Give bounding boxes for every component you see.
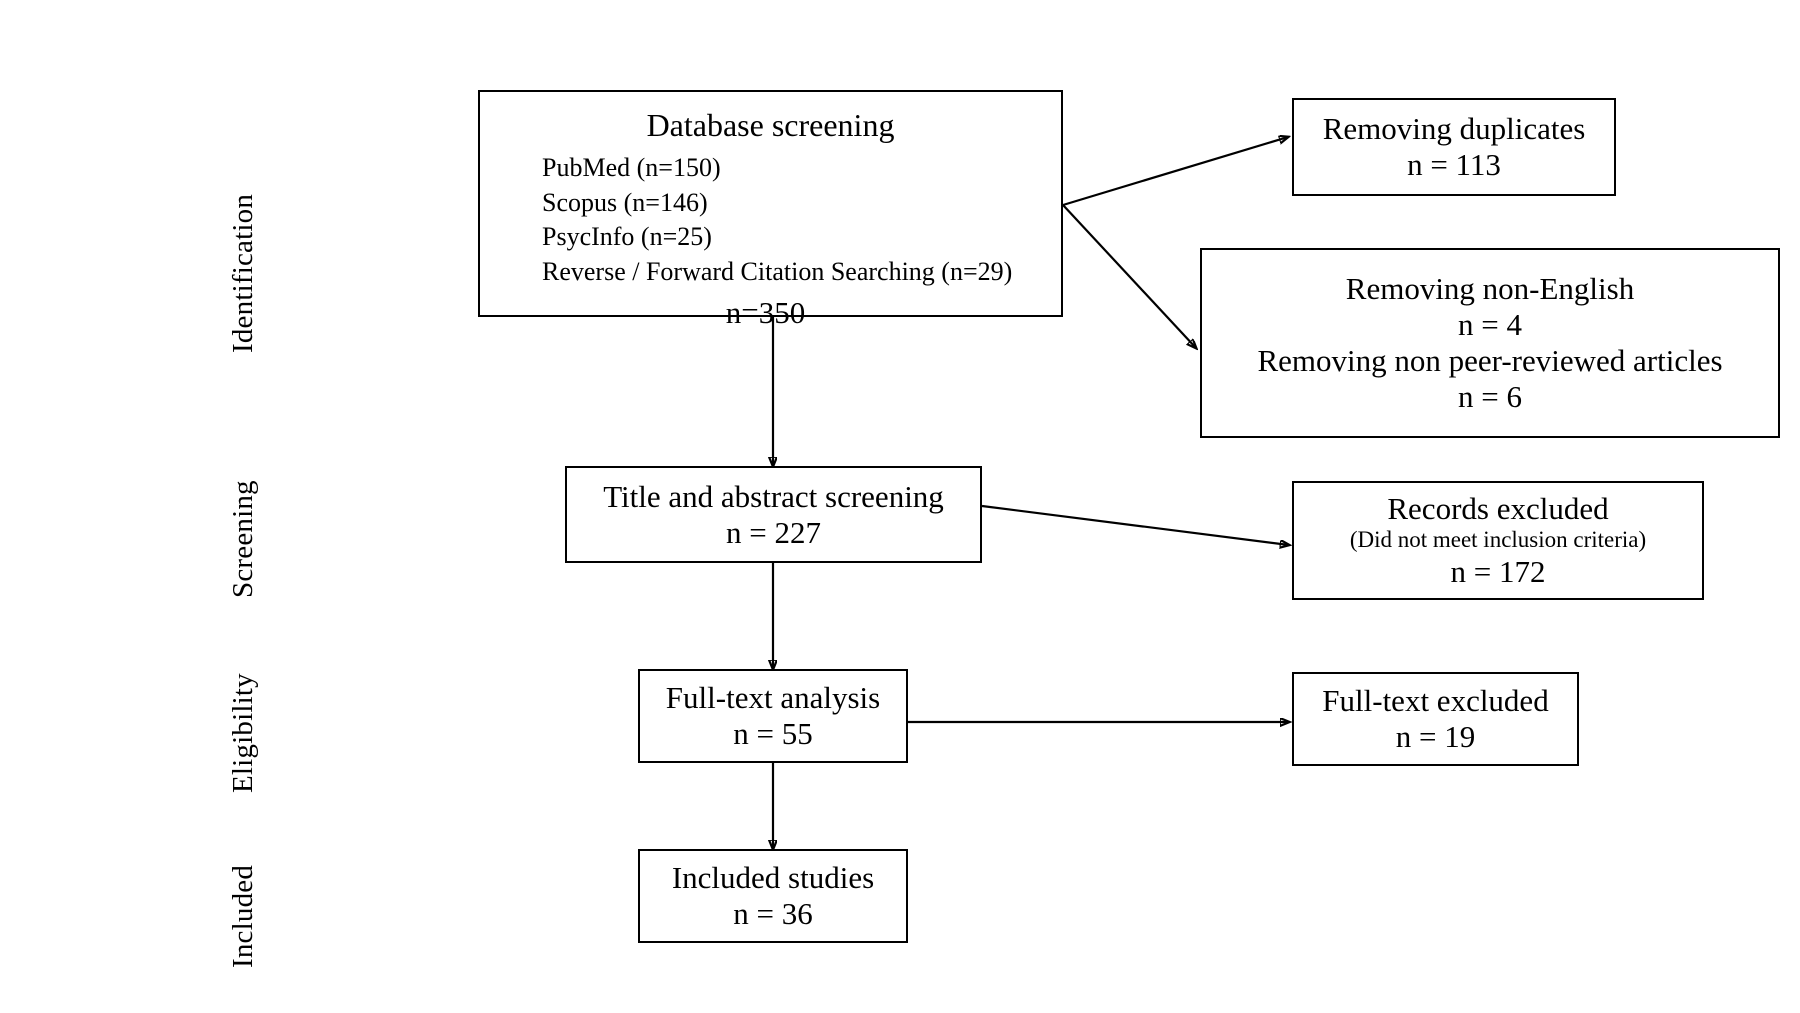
removing-non-english-label: Removing non-English [1345, 271, 1635, 307]
title-abstract-screening-label: Title and abstract screening [603, 478, 944, 514]
database-source-scopus: Scopus (n=146) [542, 187, 708, 217]
box-removing-non-english: Removing non-English n = 4 Removing non … [1200, 248, 1780, 438]
database-screening-total: n=350 [725, 294, 806, 330]
title-abstract-screening-count: n = 227 [726, 514, 821, 550]
stage-label-eligibility: Eligibility [227, 673, 259, 793]
full-text-analysis-label: Full-text analysis [665, 680, 881, 716]
edge-database-to-duplicates [1062, 137, 1288, 207]
database-source-psycinfo: PsycInfo (n=25) [542, 222, 712, 252]
full-text-excluded-count: n = 19 [1395, 719, 1476, 754]
included-studies-count: n = 36 [733, 896, 813, 931]
records-excluded-count: n = 172 [1450, 553, 1546, 589]
records-excluded-reason: (Did not meet inclusion criteria) [1349, 527, 1647, 553]
database-screening-title: Database screening [646, 107, 895, 143]
edge-title-abstract-to-records-excluded [981, 504, 1289, 545]
stage-label-identification: Identification [227, 193, 259, 353]
box-database-screening: Database screening PubMed (n=150) Scopus… [478, 90, 1063, 330]
box-full-text-excluded: Full-text excluded n = 19 [1292, 672, 1579, 766]
database-source-pubmed: PubMed (n=150) [542, 153, 721, 183]
edge-database-to-non-english [1062, 204, 1196, 348]
box-included-studies: Included studies n = 36 [638, 849, 908, 943]
stage-label-screening: Screening [227, 480, 259, 598]
removing-non-peer-reviewed-label: Removing non peer-reviewed articles [1257, 343, 1723, 378]
full-text-analysis-count: n = 55 [733, 716, 813, 751]
removing-non-peer-reviewed-count: n = 6 [1458, 378, 1522, 414]
removing-duplicates-label: Removing duplicates [1322, 111, 1586, 147]
records-excluded-label: Records excluded [1387, 491, 1609, 527]
removing-duplicates-count: n = 113 [1407, 147, 1501, 182]
box-removing-duplicates: Removing duplicates n = 113 [1292, 98, 1616, 196]
box-full-text-analysis: Full-text analysis n = 55 [638, 669, 908, 763]
database-source-citation-searching: Reverse / Forward Citation Searching (n=… [542, 256, 1013, 286]
included-studies-label: Included studies [671, 860, 875, 896]
box-title-abstract-screening: Title and abstract screening n = 227 [565, 466, 982, 563]
stage-label-included: Included [227, 864, 259, 968]
box-records-excluded: Records excluded (Did not meet inclusion… [1292, 481, 1704, 600]
full-text-excluded-label: Full-text excluded [1322, 683, 1549, 719]
removing-non-english-count: n = 4 [1458, 307, 1522, 343]
